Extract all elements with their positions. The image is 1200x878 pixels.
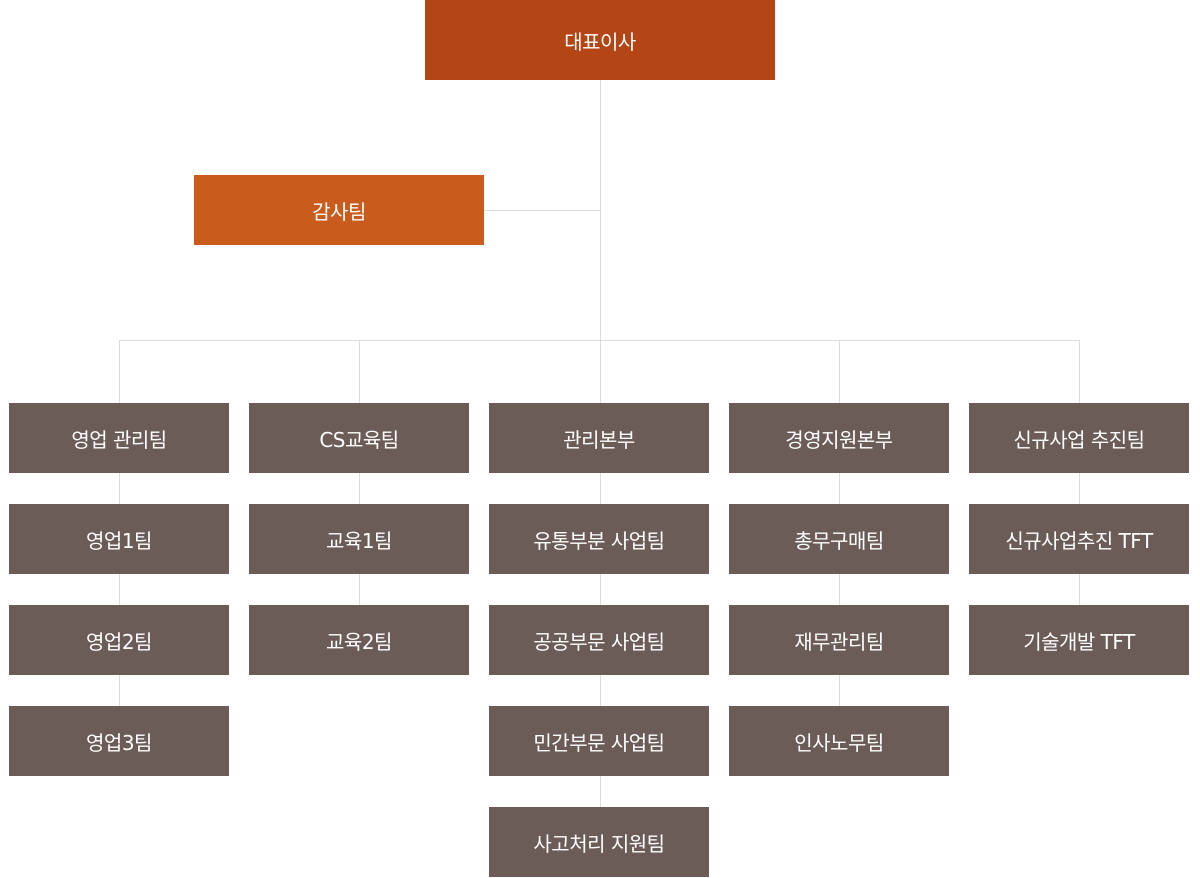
departments-bus-line <box>119 340 1080 341</box>
team-box: 영업3팀 <box>9 706 229 776</box>
team-box: 민간부문 사업팀 <box>489 706 709 776</box>
column-line <box>839 473 840 706</box>
team-box: 유통부분 사업팀 <box>489 504 709 574</box>
department-head: 관리본부 <box>489 403 709 473</box>
trunk-line <box>600 80 601 340</box>
ceo-box: 대표이사 <box>425 0 775 80</box>
team-box: 신규사업추진 TFT <box>969 504 1189 574</box>
team-box: 영업2팀 <box>9 605 229 675</box>
team-box: 교육2팀 <box>249 605 469 675</box>
department-head: 신규사업 추진팀 <box>969 403 1189 473</box>
team-box: 사고처리 지원팀 <box>489 807 709 877</box>
audit-team-box: 감사팀 <box>194 175 484 245</box>
team-box: 기술개발 TFT <box>969 605 1189 675</box>
drop-line <box>119 340 120 403</box>
team-box: 인사노무팀 <box>729 706 949 776</box>
department-head: 경영지원본부 <box>729 403 949 473</box>
audit-branch-line <box>484 210 600 211</box>
drop-line <box>1079 340 1080 403</box>
drop-line <box>839 340 840 403</box>
column-line <box>119 473 120 706</box>
team-box: 총무구매팀 <box>729 504 949 574</box>
team-box: 교육1팀 <box>249 504 469 574</box>
drop-line <box>600 340 601 403</box>
department-head: 영업 관리팀 <box>9 403 229 473</box>
team-box: 재무관리팀 <box>729 605 949 675</box>
drop-line <box>359 340 360 403</box>
team-box: 영업1팀 <box>9 504 229 574</box>
department-head: CS교육팀 <box>249 403 469 473</box>
team-box: 공공부문 사업팀 <box>489 605 709 675</box>
